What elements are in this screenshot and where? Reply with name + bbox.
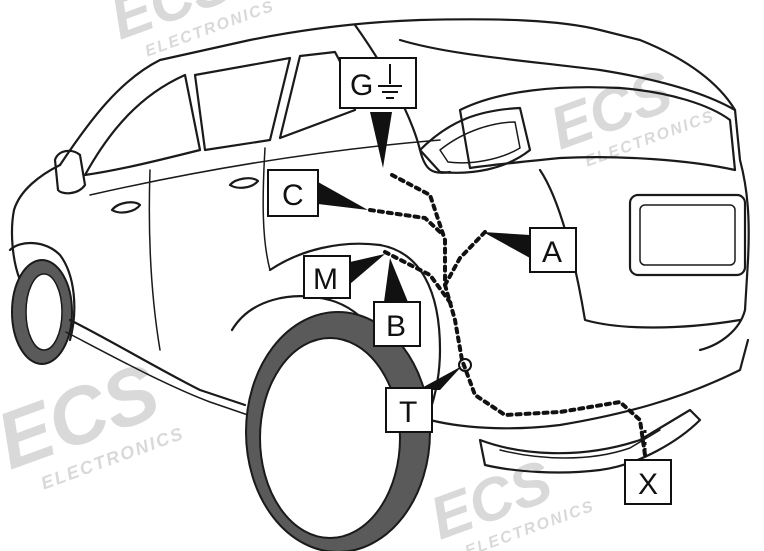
tail-light <box>418 106 532 174</box>
label-a-box: A <box>529 227 577 273</box>
label-m-frame <box>303 255 351 299</box>
front-door-handle <box>110 201 142 214</box>
label-b-text: B <box>386 310 406 343</box>
wire-ground <box>390 173 447 287</box>
rear-rim <box>259 337 401 539</box>
front-wheel-arch <box>8 242 76 342</box>
wire-main <box>443 283 647 457</box>
label-a-frame <box>529 227 577 273</box>
pointer-t <box>418 366 462 390</box>
rear-glass <box>458 86 737 172</box>
pointer-c <box>318 182 368 210</box>
car-front <box>10 163 62 302</box>
label-a-text: A <box>542 236 562 269</box>
label-c-frame <box>267 169 319 217</box>
pointer-g <box>370 112 392 168</box>
watermark-bottom-left: ECS ELECTRONICS <box>0 346 187 493</box>
license-plate <box>628 193 747 277</box>
label-b-frame <box>373 301 421 347</box>
wiring-route <box>368 173 647 457</box>
wire-m <box>383 250 454 307</box>
car-illustration <box>8 18 750 551</box>
pointer-a <box>483 232 530 258</box>
front-window <box>83 73 202 177</box>
tail-light-inner <box>439 121 521 164</box>
label-b-box: B <box>373 301 421 347</box>
side-mirror <box>53 149 87 195</box>
rear-diffuser <box>478 408 702 474</box>
body-crease <box>89 139 441 196</box>
side-sill-lower <box>65 331 249 416</box>
rear-hatch-lower <box>538 168 742 329</box>
label-t-box: T <box>385 387 433 433</box>
label-x-frame <box>624 459 672 505</box>
front-rim <box>25 273 63 351</box>
license-plate-inner <box>639 204 736 266</box>
ground-symbol-icon <box>378 64 402 99</box>
label-g-text: G <box>350 69 373 102</box>
rear-pillar <box>353 23 452 174</box>
pointer-b <box>384 258 408 302</box>
label-c-text: C <box>282 179 304 212</box>
front-door-line <box>148 169 161 351</box>
pointer-m <box>350 254 385 284</box>
rear-bumper <box>428 338 750 430</box>
rear-door-line <box>262 147 271 271</box>
label-t-text: T <box>399 396 417 429</box>
wire-a <box>443 230 487 287</box>
rear-door-handle <box>228 177 260 189</box>
watermark-top: ECS ELECTRONICS <box>102 0 278 60</box>
wire-c <box>368 208 442 234</box>
side-sill <box>68 318 247 407</box>
label-m-box: M <box>303 255 351 299</box>
middle-window <box>193 56 292 152</box>
car-roofline <box>58 18 750 352</box>
label-c-box: C <box>267 169 319 217</box>
diffuser-detail <box>499 429 661 459</box>
label-x-text: X <box>638 468 658 501</box>
label-g-box: G <box>339 57 417 109</box>
label-m-text: M <box>313 263 338 296</box>
pointers <box>318 112 647 460</box>
tailgate-spoiler <box>398 38 737 112</box>
label-t-frame <box>385 387 433 433</box>
label-x-box: X <box>624 459 672 505</box>
label-g-frame <box>339 57 417 109</box>
